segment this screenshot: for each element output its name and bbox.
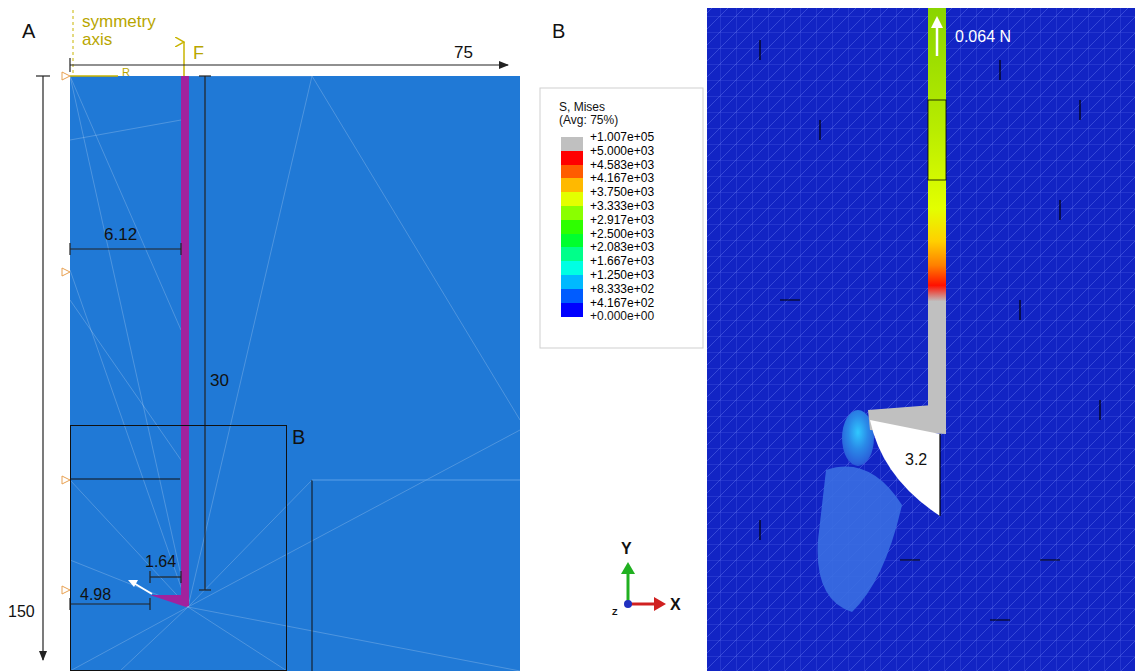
legend-swatch — [561, 165, 583, 179]
legend-swatch — [561, 247, 583, 261]
axis-triad — [621, 562, 666, 611]
legend-value: +8.333e+02 — [590, 283, 654, 295]
panel-letter: B — [552, 20, 565, 42]
figure-part — [73, 10, 74, 76]
figure-part — [62, 72, 70, 594]
dimension-label: 1.64 — [145, 553, 176, 571]
inset-label: B — [292, 426, 305, 448]
axis-note: symmetry axis — [82, 13, 172, 49]
legend-swatch — [561, 303, 583, 317]
figure-part — [180, 243, 181, 255]
figure-part — [654, 597, 666, 611]
figure-part — [62, 268, 70, 276]
legend-swatch — [561, 151, 583, 165]
legend-swatch — [561, 178, 583, 192]
figure-part — [931, 16, 943, 28]
dimension-label: 6.12 — [104, 226, 137, 245]
figure-part — [199, 589, 211, 590]
figure-part — [70, 76, 520, 671]
figure-part — [183, 42, 185, 76]
figure-part — [150, 576, 181, 577]
legend-title: S, Mises — [559, 101, 605, 114]
legend-value: +2.917e+03 — [590, 214, 654, 226]
figure-part — [150, 76, 189, 607]
legend-value: +1.250e+03 — [590, 269, 654, 281]
figure-part — [69, 58, 70, 72]
legend-swatch — [561, 289, 583, 303]
figure-part — [180, 571, 181, 583]
panel-letter: A — [22, 20, 35, 42]
figure-part — [42, 76, 43, 660]
legend-swatch — [561, 206, 583, 220]
figure-part — [312, 480, 313, 671]
figure-part — [62, 476, 70, 484]
force-label: F — [193, 44, 204, 64]
figure-part — [62, 72, 70, 80]
legend-value: +1.007e+05 — [590, 131, 654, 143]
load-label: 0.064 N — [955, 28, 1011, 46]
legend-value: +4.583e+03 — [590, 159, 654, 171]
figure-part — [621, 562, 635, 574]
dimension-lines — [36, 58, 508, 660]
radius-mark: R — [122, 66, 130, 78]
figure-part — [70, 479, 180, 480]
legend-value: +0.000e+00 — [590, 310, 654, 323]
dimension-label: 4.98 — [80, 586, 111, 604]
figure-part — [312, 480, 520, 481]
legend-value: +5.000e+03 — [590, 145, 654, 157]
figure-part — [199, 75, 211, 76]
legend-value: +4.167e+03 — [590, 172, 654, 184]
figure-part — [707, 8, 1135, 671]
figure-part — [627, 572, 630, 604]
figure-part — [149, 598, 150, 610]
legend-value: +4.167e+02 — [590, 297, 654, 309]
figure-part — [928, 100, 946, 180]
figure-part — [936, 26, 939, 56]
figure-part — [70, 75, 118, 77]
legend-swatch — [561, 137, 583, 151]
figure-part — [70, 76, 520, 671]
figure-part — [36, 75, 50, 76]
legend-swatch — [561, 192, 583, 206]
axis-letter: X — [670, 596, 681, 614]
legend-value: +2.083e+03 — [590, 241, 654, 253]
legend-swatch — [561, 220, 583, 234]
figure-part — [70, 248, 181, 249]
dimension-label: 3.2 — [905, 451, 927, 469]
figure-part — [624, 600, 632, 608]
legend-value: +3.750e+03 — [590, 186, 654, 198]
figure-part — [628, 603, 656, 606]
figure-part — [70, 76, 520, 671]
axis-letter: Z — [612, 608, 618, 618]
figure-part — [69, 243, 70, 255]
legend-value: +1.667e+03 — [590, 255, 654, 267]
legend-swatch — [561, 275, 583, 289]
figure-part — [70, 479, 520, 671]
figure-part — [70, 64, 508, 65]
legend-value: +3.333e+03 — [590, 200, 654, 212]
figure-part — [707, 8, 1135, 671]
panel-b-result — [707, 8, 1135, 671]
figure-part — [928, 8, 946, 410]
dimension-label: 30 — [210, 372, 229, 391]
legend-frame — [540, 88, 703, 348]
legend-swatch — [561, 234, 583, 248]
figure-part — [204, 76, 205, 590]
dimension-label: 75 — [454, 44, 473, 63]
dimension-label: 150 — [8, 603, 35, 621]
figure-part — [70, 603, 150, 604]
figure-part — [939, 434, 940, 516]
figure-part — [128, 580, 138, 587]
inset-frame: B — [70, 425, 287, 671]
legend-swatch — [561, 261, 583, 275]
legend-title: (Avg: 75%) — [559, 114, 618, 127]
figure-part — [62, 586, 70, 594]
axis-letter: Y — [621, 540, 632, 558]
figure-part — [870, 420, 940, 516]
legend-value: +2.500e+03 — [590, 228, 654, 240]
figure-part — [149, 571, 150, 583]
panel-a-model — [62, 10, 520, 671]
figure-part — [818, 467, 902, 612]
